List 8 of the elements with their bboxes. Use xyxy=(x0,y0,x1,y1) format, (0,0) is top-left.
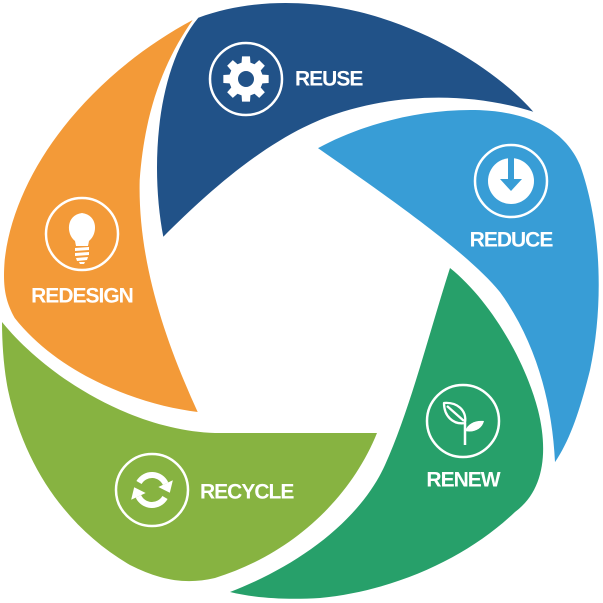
cycle-segment xyxy=(2,322,377,582)
cycle-segment xyxy=(4,20,198,412)
segment-label: RECYCLE xyxy=(200,482,294,502)
segment-label: REDUCE xyxy=(470,229,552,250)
cycle-segment xyxy=(318,110,599,462)
segment-label: REUSE xyxy=(294,68,362,90)
segment-label: REDESIGN xyxy=(31,286,133,306)
segment-label: RENEW xyxy=(426,470,500,490)
